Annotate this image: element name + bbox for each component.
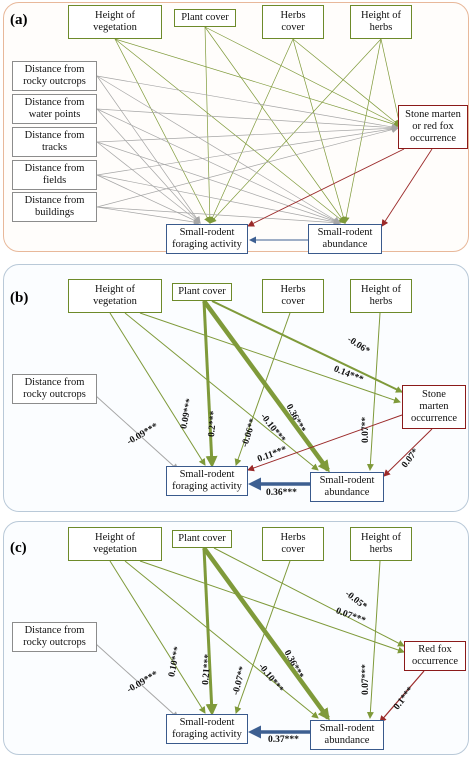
node-a-distance-tracks: Distance from tracks	[12, 127, 97, 157]
node-c-predator-occurrence: Red fox occurrence	[404, 641, 466, 671]
node-b-height-herbs: Height of herbs	[350, 279, 412, 313]
node-c-herbs-cover: Herbs cover	[262, 527, 324, 561]
node-a-predator-occurrence: Stone marten or red fox occurrence	[398, 105, 468, 149]
node-b-height-vegetation: Height of vegetation	[68, 279, 162, 313]
node-c-height-vegetation: Height of vegetation	[68, 527, 162, 561]
node-a-distance-rocky-outcrops: Distance from rocky outcrops	[12, 61, 97, 91]
node-c-rodent-abundance: Small-rodent abundance	[310, 720, 384, 750]
node-a-distance-buildings: Distance from buildings	[12, 192, 97, 222]
node-a-rodent-abundance: Small-rodent abundance	[308, 224, 382, 254]
node-b-rodent-abundance: Small-rodent abundance	[310, 472, 384, 502]
node-a-distance-water-points: Distance from water points	[12, 94, 97, 124]
node-c-distance-rocky-outcrops: Distance from rocky outcrops	[12, 622, 97, 652]
coef-c-abundance-to-foraging: 0.37***	[268, 735, 299, 745]
node-a-plant-cover: Plant cover	[174, 9, 236, 27]
node-c-plant-cover: Plant cover	[172, 530, 232, 548]
node-a-herbs-cover: Herbs cover	[262, 5, 324, 39]
panel-c-label: (c)	[10, 540, 27, 556]
node-b-plant-cover: Plant cover	[172, 283, 232, 301]
coef-b-abundance-to-foraging: 0.36***	[266, 488, 297, 498]
node-c-height-herbs: Height of herbs	[350, 527, 412, 561]
node-b-predator-occurrence: Stone marten occurrence	[402, 385, 466, 429]
node-a-foraging-activity: Small-rodent foraging activity	[166, 224, 248, 254]
node-b-distance-rocky-outcrops: Distance from rocky outcrops	[12, 374, 97, 404]
panel-b-label: (b)	[10, 290, 29, 306]
coef-b-height-herbs-to-abundance: 0.07**	[361, 416, 371, 443]
node-b-herbs-cover: Herbs cover	[262, 279, 324, 313]
node-a-height-vegetation: Height of vegetation	[68, 5, 162, 39]
node-c-foraging-activity: Small-rodent foraging activity	[166, 714, 248, 744]
panel-a-label: (a)	[10, 12, 28, 28]
node-a-height-herbs: Height of herbs	[350, 5, 412, 39]
coef-c-height-herbs-to-abundance: 0.07***	[361, 664, 371, 695]
node-a-distance-fields: Distance from fields	[12, 160, 97, 190]
node-b-foraging-activity: Small-rodent foraging activity	[166, 466, 248, 496]
